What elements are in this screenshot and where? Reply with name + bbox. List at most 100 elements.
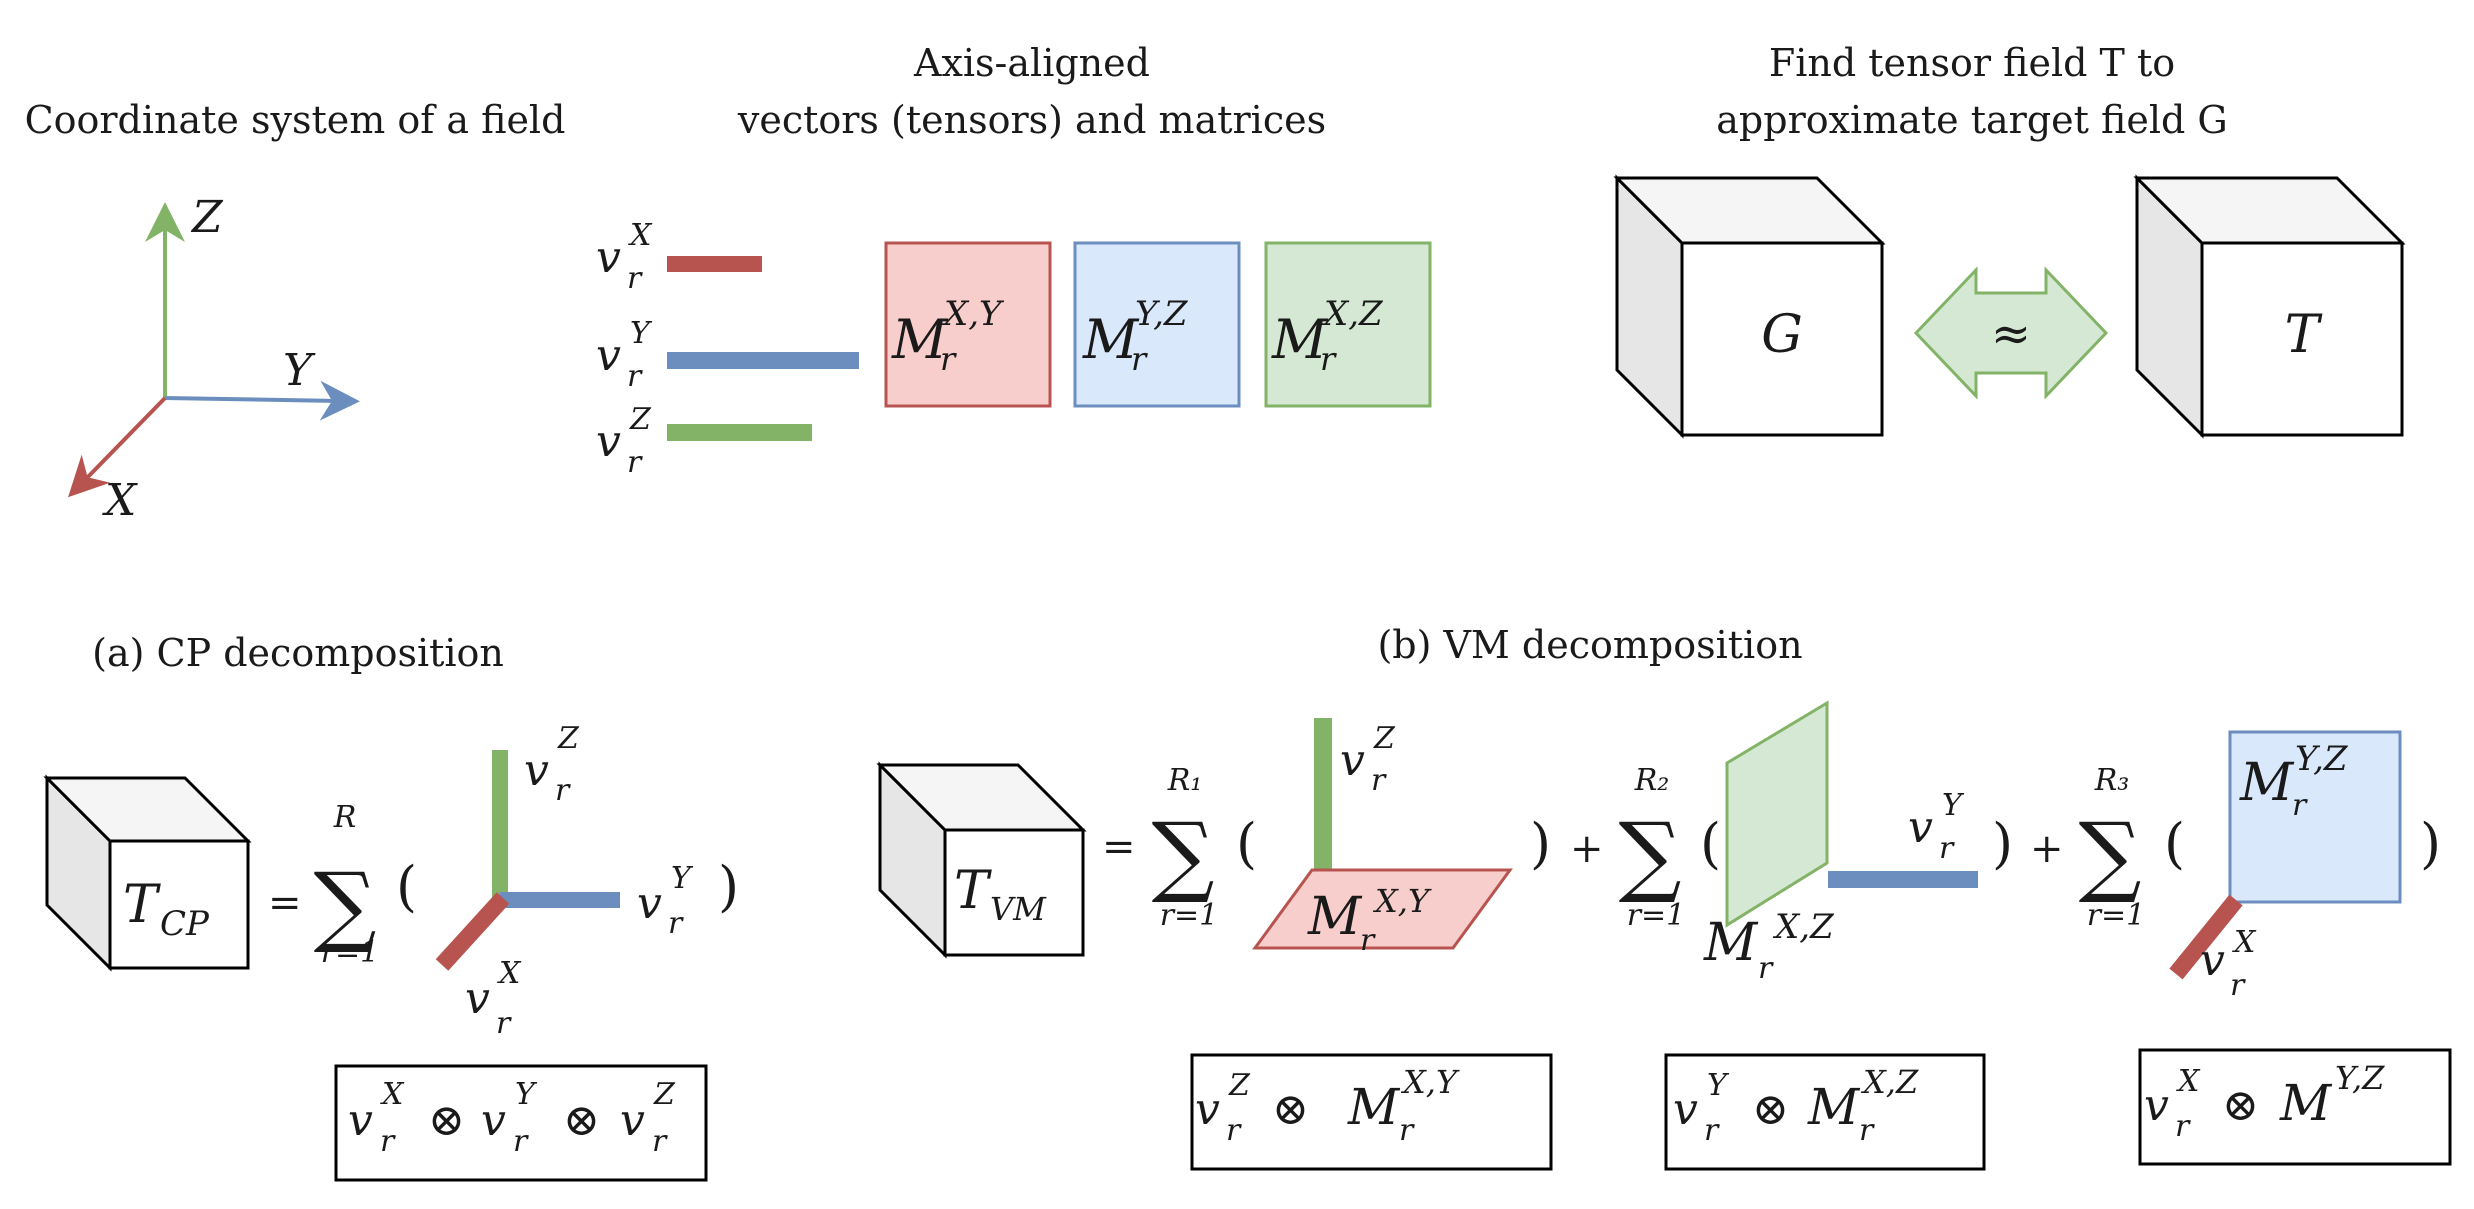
axis-aligned-heading-line1: Axis-aligned [913, 41, 1150, 85]
svg-text:R₁: R₁ [1167, 763, 1203, 798]
svg-text:Y,Z: Y,Z [2335, 1059, 2385, 1097]
cp-vz-label: v Z r [524, 721, 580, 808]
cube-tcp: T CP [43, 774, 252, 972]
vm-sigma-3: ∑ [2079, 803, 2142, 906]
vector-vz-bar [667, 424, 812, 441]
svg-text:r: r [1320, 340, 1337, 378]
vm3-outer-product-box: v X r ⊗ M Y,Z [2138, 1048, 2452, 1166]
svg-text:Y: Y [1942, 788, 1965, 823]
svg-text:M: M [891, 308, 949, 371]
vm1-mxy-plane [1252, 868, 1513, 950]
svg-text:Y: Y [1707, 1068, 1730, 1103]
svg-text:X: X [2232, 925, 2257, 960]
matrix-mxy: M X,Y r [884, 241, 1052, 408]
find-tensor-heading-line1: Find tensor field T to [1769, 41, 2175, 85]
svg-text:r: r [1399, 1113, 1415, 1148]
svg-text:Y,Z: Y,Z [2295, 739, 2349, 779]
x-axis-label: X [102, 475, 138, 526]
svg-text:v: v [620, 1095, 645, 1146]
svg-text:⊗: ⊗ [428, 1095, 465, 1146]
vm2-outer-product-box: v Y r ⊗ M X,Z r [1664, 1053, 1986, 1171]
vm-term-3: + R₃ ∑ r=1 ( M Y,Z r v X r ) [2030, 730, 2441, 1003]
svg-text:v: v [481, 1095, 506, 1146]
svg-text:v: v [596, 232, 621, 283]
svg-text:r: r [668, 906, 684, 941]
vm-decomposition-heading: (b) VM decomposition [1377, 623, 1802, 667]
vm2-vy-label: v Y r [1908, 788, 1965, 866]
svg-text:M: M [1271, 308, 1329, 371]
svg-text:T: T [123, 875, 161, 935]
svg-text:r: r [1939, 831, 1955, 866]
cube-g: G [1613, 174, 1886, 439]
svg-text:Z: Z [629, 402, 652, 437]
matrix-myz: M Y,Z r [1073, 241, 1241, 408]
svg-text:r: r [1371, 763, 1387, 798]
svg-text:): ) [1530, 812, 1551, 875]
svg-text:v: v [596, 416, 621, 467]
svg-text:v: v [2144, 1080, 2169, 1131]
approx-symbol: ≈ [1991, 306, 2031, 362]
svg-text:=: = [1102, 824, 1136, 870]
svg-text:X,Z: X,Z [1321, 294, 1384, 334]
svg-text:M: M [1307, 887, 1363, 947]
cp-vy-bar [500, 892, 620, 908]
svg-text:CP: CP [160, 904, 210, 944]
vm-term-1: = R₁ ∑ r=1 ( v Z r M X,Y r ) [1102, 718, 1551, 958]
svg-text:(: ( [1700, 812, 1721, 875]
vm1-vz-bar [1314, 718, 1332, 870]
y-axis-label: Y [283, 345, 316, 396]
svg-text:v: v [1673, 1084, 1698, 1135]
vm2-mxz-label: M X,Z r [1703, 907, 1835, 986]
cp-rank-one-axes: v Z r v Y r v X r [435, 721, 694, 1041]
svg-text:Z: Z [1228, 1068, 1251, 1103]
vm1-vz-label: v Z r [1340, 721, 1396, 798]
vector-vy: v Y r [596, 316, 859, 394]
svg-text:v: v [1340, 735, 1365, 786]
svg-text:r: r [2175, 1109, 2191, 1144]
z-axis-label: Z [190, 192, 224, 243]
svg-text:r=1: r=1 [1160, 898, 1219, 933]
svg-text:v: v [1908, 802, 1933, 853]
svg-text:=: = [268, 880, 302, 926]
svg-text:M: M [1347, 1078, 1401, 1136]
coord-system-heading: Coordinate system of a field [25, 98, 566, 142]
coordinate-axes: Z Y X [68, 192, 360, 526]
svg-text:r: r [940, 340, 957, 378]
cp-vx-bar [435, 892, 510, 971]
vector-vx: v X r [596, 218, 762, 296]
svg-text:r: r [627, 261, 643, 296]
svg-text:M: M [1807, 1078, 1861, 1136]
svg-text:X: X [2176, 1064, 2201, 1099]
svg-text:M: M [2279, 1074, 2333, 1132]
svg-text:(: ( [1236, 812, 1257, 875]
svg-text:r: r [1360, 923, 1376, 958]
svg-text:r: r [496, 1006, 512, 1041]
svg-text:+: + [1570, 826, 1604, 872]
svg-text:r=1: r=1 [2087, 898, 2146, 933]
svg-text:X: X [380, 1077, 405, 1112]
svg-text:r=1: r=1 [1627, 898, 1686, 933]
svg-text:X,Z: X,Z [1772, 907, 1835, 947]
vector-vx-bar [667, 256, 762, 272]
svg-text:VM: VM [990, 890, 1047, 928]
svg-text:Y: Y [515, 1077, 538, 1112]
svg-text:v: v [637, 878, 662, 929]
matrix-mxz: M X,Z r [1264, 241, 1432, 408]
svg-text:): ) [718, 855, 739, 918]
svg-text:M: M [1703, 913, 1759, 973]
svg-text:⊗: ⊗ [2222, 1080, 2259, 1131]
svg-text:Z: Z [557, 721, 580, 756]
svg-text:v: v [1195, 1084, 1220, 1135]
svg-text:X,Y: X,Y [1372, 882, 1432, 920]
cube-tvm: T VM [876, 761, 1087, 959]
svg-text:): ) [1992, 812, 2013, 875]
svg-text:r: r [2230, 968, 2246, 1003]
cp-sigma: ∑ [314, 853, 377, 956]
vm-sigma-2: ∑ [1619, 803, 1682, 906]
svg-text:r: r [380, 1124, 396, 1159]
svg-text:Y: Y [630, 316, 653, 351]
svg-text:+: + [2030, 826, 2064, 872]
svg-text:r: r [652, 1124, 668, 1159]
svg-text:M: M [2239, 753, 2295, 813]
vm3-vx-label: v X r [2200, 925, 2257, 1003]
